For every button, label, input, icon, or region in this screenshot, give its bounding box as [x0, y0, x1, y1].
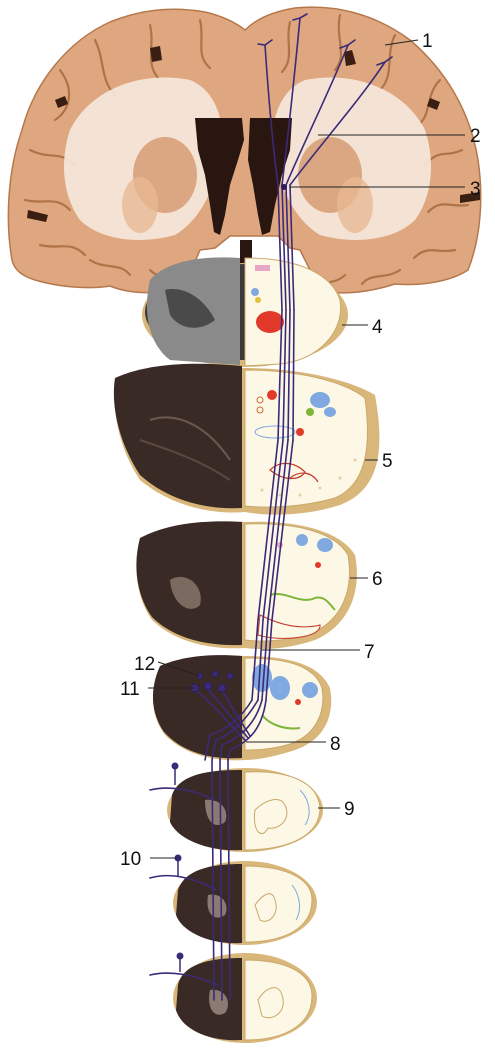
- label-5: 5: [382, 452, 393, 471]
- upper-medulla-section: [136, 521, 356, 649]
- label-7: 7: [364, 643, 375, 662]
- label-8: 8: [330, 735, 341, 754]
- coronal-brain-section: [8, 7, 480, 293]
- spinal-cord-section-mid: [173, 861, 317, 945]
- label-12: 12: [134, 655, 155, 674]
- label-2: 2: [470, 127, 481, 146]
- label-6: 6: [372, 570, 383, 589]
- pyramidal-decussation-section: [153, 655, 331, 760]
- internal-capsule-marker: [281, 184, 287, 190]
- label-10: 10: [120, 850, 141, 869]
- spinal-cord-section-lower: [173, 953, 317, 1043]
- midbrain-section: [142, 257, 348, 367]
- label-9: 9: [344, 800, 355, 819]
- label-11: 11: [120, 680, 140, 699]
- spinal-cord-section-upper: [167, 768, 323, 852]
- label-1: 1: [422, 32, 433, 51]
- label-4: 4: [372, 318, 383, 337]
- pons-section: [114, 364, 380, 515]
- label-3: 3: [470, 180, 481, 199]
